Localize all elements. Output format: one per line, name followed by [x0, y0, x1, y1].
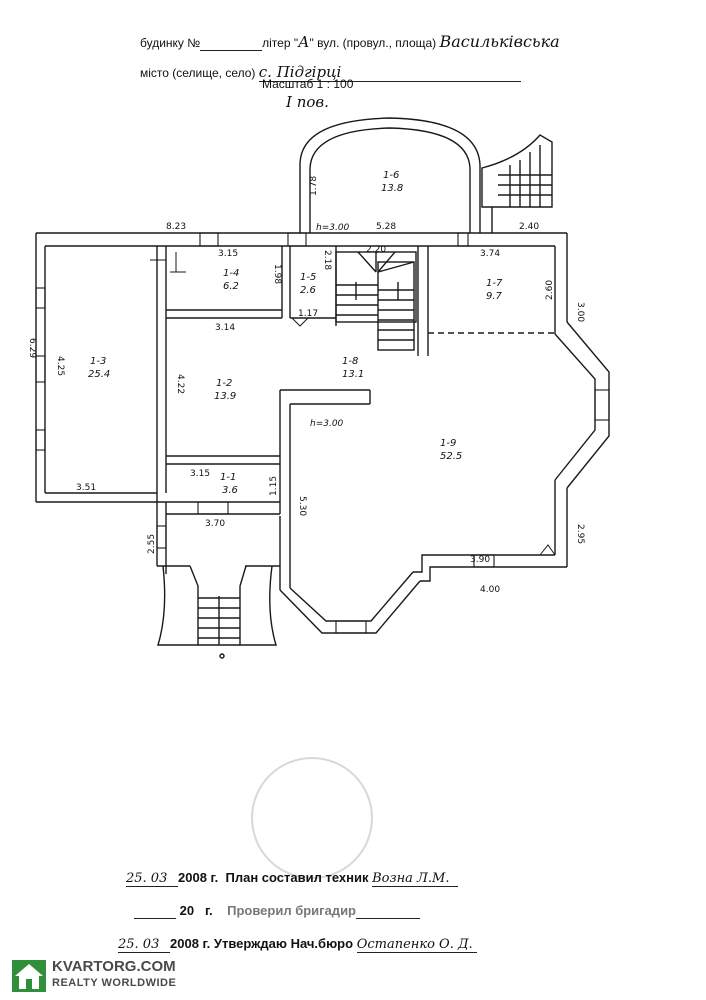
interior-walls [156, 246, 429, 515]
room-1-9-id: 1-9 [440, 438, 456, 449]
room-1-4-area: 6.2 [223, 281, 239, 292]
door-marks [150, 252, 556, 556]
row2-role: Проверил бригадир [227, 903, 356, 918]
dim-1-17: 1.17 [298, 309, 318, 319]
height-mid: h=3.00 [310, 419, 344, 429]
locality-value: с. Підгірці [258, 63, 521, 82]
room-1-5-id: 1-5 [300, 272, 316, 283]
dim-1-98: 1.98 [272, 264, 282, 284]
dim-2-20: 2.20 [366, 245, 386, 255]
watermark-line1: KVARTORG.COM [52, 958, 176, 975]
room-1-2-area: 13.9 [214, 391, 236, 402]
entrance-steps [157, 565, 277, 659]
dim-8-23: 8.23 [166, 222, 186, 232]
dim-3-15-top: 3.15 [218, 249, 238, 259]
scale-label: Масштаб 1 : 100 [262, 77, 354, 91]
dim-2-55: 2.55 [147, 534, 157, 554]
row1-date: 25. 03 [126, 871, 178, 887]
dim-3-74: 3.74 [480, 249, 500, 259]
room-1-6-id: 1-6 [383, 170, 399, 181]
room-1-1-area: 3.6 [222, 485, 238, 496]
dim-5-30: 5.30 [297, 496, 307, 516]
dim-3-00: 3.00 [575, 302, 585, 322]
dim-3-70: 3.70 [205, 519, 225, 529]
dim-4-00: 4.00 [480, 585, 500, 595]
street-value: Васильківська [439, 32, 560, 51]
dim-3-51: 3.51 [76, 483, 96, 493]
locality-line: місто (селище, село) с. Підгірці [140, 63, 521, 82]
room-1-2-id: 1-2 [216, 378, 232, 389]
room-1-3-id: 1-3 [90, 356, 106, 367]
interior-staircase [335, 251, 417, 351]
dim-2-60: 2.60 [545, 280, 555, 300]
row2-suffix: г. [204, 903, 213, 918]
dim-2-95: 2.95 [575, 524, 585, 544]
dim-3-90: 3.90 [470, 555, 490, 565]
dim-4-25: 4.25 [55, 356, 65, 376]
dim-3-15-bottom: 3.15 [190, 469, 210, 479]
row1-suffix: г. [210, 870, 219, 885]
row1-name: Возна Л.М. [372, 871, 459, 887]
dim-1-15: 1.15 [269, 476, 279, 496]
watermark-logo-icon [12, 960, 46, 992]
floor-label: I пов. [286, 93, 329, 111]
scale-line: Масштаб 1 : 100 [262, 77, 353, 91]
locality-label: місто (селище, село) [140, 66, 256, 80]
footer-row-checked: 20 г. Проверил бригадир [134, 903, 420, 919]
row3-date: 25. 03 [118, 937, 170, 953]
room-1-1-id: 1-1 [220, 472, 236, 483]
room-1-5-area: 2.6 [300, 285, 316, 296]
height-top: h=3.00 [316, 223, 350, 233]
row3-role: Утверждаю Нач.бюро [213, 936, 354, 951]
row2-date-blank [134, 903, 176, 919]
row2-year: 20 [179, 903, 195, 918]
row3-year: 2008 [170, 936, 199, 951]
dim-3-14: 3.14 [215, 323, 235, 333]
building-number-line: будинку № літер "А" вул. (провул., площа… [140, 32, 560, 51]
room-1-8-id: 1-8 [342, 356, 358, 367]
dim-6-29: 6.29 [27, 338, 37, 358]
building-number-blank [200, 36, 263, 51]
dim-1-78: 1.78 [309, 176, 319, 196]
room-1-6-area: 13.8 [381, 183, 403, 194]
room-1-9-area: 52.5 [440, 451, 462, 462]
room-1-4-id: 1-4 [223, 268, 239, 279]
row1-role: План составил техник [225, 870, 369, 885]
dim-5-28: 5.28 [376, 222, 396, 232]
top-bay [299, 117, 481, 233]
top-right-stair [481, 134, 553, 233]
dim-4-22: 4.22 [175, 374, 185, 394]
letter-value: А [298, 33, 310, 51]
letter-label-pre: літер " [262, 36, 299, 50]
outer-walls [35, 232, 610, 634]
row3-name: Остапенко О. Д. [356, 937, 477, 953]
room-1-8-area: 13.1 [342, 369, 364, 380]
row3-suffix: г. [202, 936, 211, 951]
dim-2-40: 2.40 [519, 222, 539, 232]
room-1-7-id: 1-7 [486, 278, 503, 289]
row2-name-blank [356, 903, 420, 919]
building-label: будинку № [140, 36, 201, 50]
letter-label-post: " вул. (провул., площа) [309, 36, 437, 50]
watermark-line2: REALTY WORLDWIDE [52, 977, 177, 989]
faint-stamp [251, 757, 373, 879]
room-1-3-area: 25.4 [88, 369, 110, 380]
dim-2-18: 2.18 [322, 250, 332, 270]
room-1-7-area: 9.7 [486, 291, 503, 302]
windows [35, 232, 610, 634]
site-watermark: KVARTORG.COM REALTY WORLDWIDE [12, 958, 182, 994]
row1-year: 2008 [178, 870, 207, 885]
